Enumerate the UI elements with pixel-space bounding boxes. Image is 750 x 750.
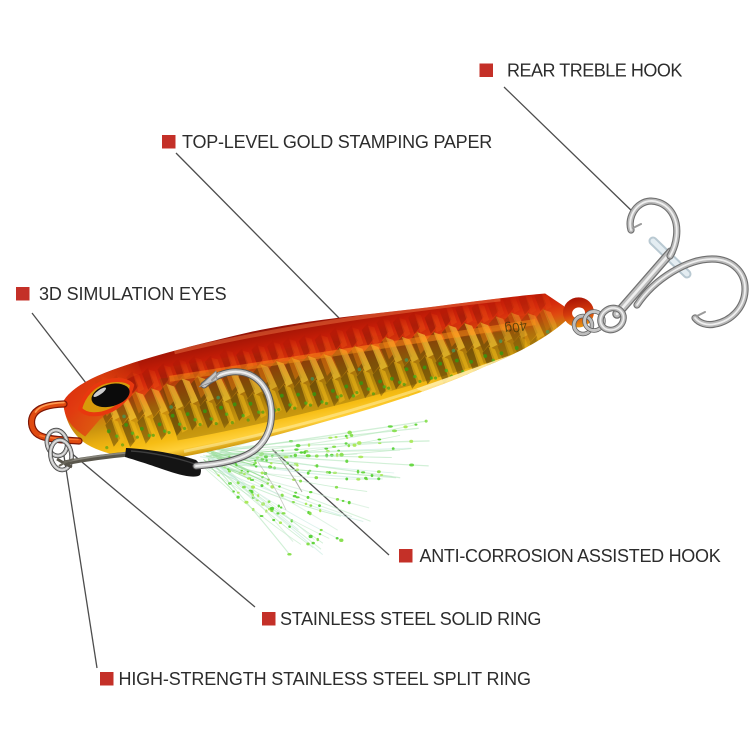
svg-text:REAR TREBLE HOOK: REAR TREBLE HOOK <box>507 61 682 81</box>
svg-text:3D SIMULATION EYES: 3D SIMULATION EYES <box>39 284 227 304</box>
svg-text:HIGH-STRENGTH STAINLESS STEEL: HIGH-STRENGTH STAINLESS STEEL SPLIT RING <box>119 669 531 689</box>
svg-text:40g: 40g <box>503 318 528 337</box>
svg-text:TOP-LEVEL GOLD STAMPING PAPER: TOP-LEVEL GOLD STAMPING PAPER <box>182 132 492 152</box>
svg-text:ANTI-CORROSION ASSISTED HOOK: ANTI-CORROSION ASSISTED HOOK <box>420 546 721 566</box>
svg-text:STAINLESS STEEL SOLID RING: STAINLESS STEEL SOLID RING <box>280 609 541 629</box>
